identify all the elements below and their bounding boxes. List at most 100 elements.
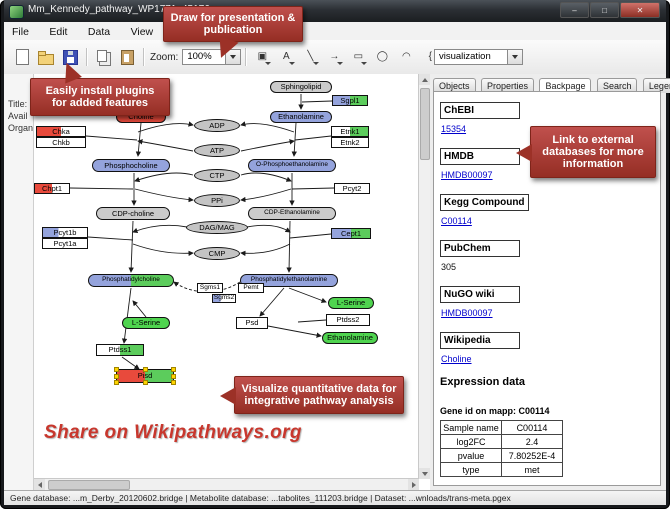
label-tool-button[interactable]: A: [275, 46, 297, 68]
pathway-node-pcyt1b[interactable]: Pcyt1b: [42, 227, 88, 238]
pathway-node-chka[interactable]: Chka: [36, 126, 86, 137]
table-cell: log2FC: [440, 434, 502, 449]
pathway-drawing-area[interactable]: Sphingolipid Sgpl1 Ethanolamine Choline …: [34, 74, 419, 479]
arc-tool-button[interactable]: ◠: [395, 46, 417, 68]
pathway-node-sphingolipid[interactable]: Sphingolipid: [270, 81, 332, 93]
rectangle-icon: ▭: [353, 51, 364, 62]
pathway-node-atp[interactable]: ATP: [194, 144, 240, 157]
callout-plugins: Easily install plugins for added feature…: [30, 59, 170, 116]
selection-handle[interactable]: [171, 367, 176, 372]
pathway-node-ptdss1[interactable]: Ptdss1: [96, 344, 144, 356]
pathway-node-ppi[interactable]: PPi: [194, 194, 240, 207]
chebi-link[interactable]: 15354: [441, 124, 467, 134]
selection-handle[interactable]: [114, 367, 119, 372]
paste-icon: [120, 49, 134, 65]
triangle-up-icon: [421, 77, 428, 82]
tab-backpage[interactable]: Backpage: [539, 78, 592, 94]
selection-handle[interactable]: [114, 380, 119, 385]
menu-file[interactable]: File: [12, 26, 29, 38]
arrow-tool-button[interactable]: →: [323, 46, 345, 68]
pathway-node-etnk2[interactable]: Etnk2: [331, 137, 369, 148]
pathway-node-cept1[interactable]: Cept1: [331, 228, 371, 239]
paste-button[interactable]: [116, 46, 138, 68]
minimize-button[interactable]: –: [560, 2, 589, 18]
tab-objects[interactable]: Objects: [433, 78, 476, 93]
tab-legend[interactable]: Legend: [642, 78, 670, 93]
wikipedia-link[interactable]: Choline: [441, 354, 472, 364]
pathway-node-cmp[interactable]: CMP: [194, 247, 240, 260]
menu-edit[interactable]: Edit: [49, 26, 68, 38]
triangle-right-icon: [411, 481, 416, 488]
visualization-combobox[interactable]: visualization: [434, 49, 523, 65]
scroll-up-button[interactable]: [419, 74, 430, 85]
pathway-canvas[interactable]: Sphingolipid Sgpl1 Ethanolamine Choline …: [34, 74, 430, 490]
pathway-node-etnk1[interactable]: Etnk1: [331, 126, 369, 137]
selection-handle[interactable]: [143, 380, 148, 385]
hmdb-link[interactable]: HMDB00097: [441, 170, 493, 180]
close-button[interactable]: ✕: [620, 2, 660, 18]
pathway-node-cdp-ethanolamine[interactable]: CDP-Ethanolamine: [248, 207, 336, 220]
selection-handle[interactable]: [143, 367, 148, 372]
pathway-node-ctp[interactable]: CTP: [194, 169, 240, 182]
pathway-node-sgms1[interactable]: Sgms1: [197, 283, 223, 293]
pathway-node-o-phosphoethanolamine[interactable]: O-Phosphoethanolamine: [248, 159, 336, 172]
pathway-node-chpt1[interactable]: Chpt1: [34, 183, 70, 194]
pathway-node-dag-mag[interactable]: DAG/MAG: [186, 221, 248, 234]
shape-tool-button[interactable]: ▭: [347, 46, 369, 68]
pathway-node-phosphocholine[interactable]: Phosphocholine: [92, 159, 170, 172]
new-file-button[interactable]: [11, 46, 33, 68]
scroll-right-button[interactable]: [408, 479, 419, 490]
table-cell: C00114: [501, 420, 563, 435]
horizontal-scroll-thumb[interactable]: [48, 480, 130, 490]
pathway-node-ethanolamine[interactable]: Ethanolamine: [270, 111, 332, 123]
pathway-node-l-serine-right[interactable]: L-Serine: [328, 297, 374, 309]
selection-handle[interactable]: [171, 380, 176, 385]
visualization-value[interactable]: visualization: [434, 49, 508, 65]
selection-handle[interactable]: [171, 374, 176, 379]
pathway-node-phosphatidylethanolamine[interactable]: Phosphatidylethanolamine: [240, 274, 338, 287]
nugo-link[interactable]: HMDB00097: [441, 308, 493, 318]
save-button[interactable]: [59, 46, 81, 68]
chevron-down-icon: [512, 55, 518, 59]
callout-draw-text: Draw for presentation & publication: [170, 12, 296, 36]
pathway-node-adp[interactable]: ADP: [194, 119, 240, 132]
menu-view[interactable]: View: [130, 26, 154, 38]
line-tool-button[interactable]: ╲: [299, 46, 321, 68]
node-label: Pisd: [137, 371, 153, 381]
pathway-node-pcyt1a[interactable]: Pcyt1a: [42, 238, 88, 249]
pathway-node-chkb[interactable]: Chkb: [36, 137, 86, 148]
pathway-node-pisd-selected[interactable]: Pisd: [114, 367, 176, 385]
selection-handle[interactable]: [114, 374, 119, 379]
maximize-button[interactable]: □: [590, 2, 619, 18]
kegg-link[interactable]: C00114: [441, 216, 472, 226]
scroll-down-button[interactable]: [419, 468, 430, 479]
pathway-node-phosphatidylcholine[interactable]: Phosphatidylcholine: [88, 274, 174, 287]
pathway-node-ptdss2[interactable]: Ptdss2: [326, 314, 370, 326]
open-button[interactable]: [35, 46, 57, 68]
scroll-left-button[interactable]: [34, 479, 45, 490]
pathway-node-pcyt2[interactable]: Pcyt2: [334, 183, 370, 194]
zoom-value[interactable]: 100%: [182, 49, 227, 65]
datanode-tool-button[interactable]: ▣: [251, 46, 273, 68]
visualization-dropdown-button[interactable]: [508, 49, 523, 65]
pathway-node-pemt[interactable]: Pemt: [238, 283, 264, 293]
copy-button[interactable]: [92, 46, 114, 68]
pathway-node-l-serine-left[interactable]: L-Serine: [122, 317, 170, 329]
menu-data[interactable]: Data: [87, 26, 111, 38]
vertical-scrollbar[interactable]: [418, 74, 430, 479]
vertical-scroll-thumb[interactable]: [420, 88, 430, 160]
tab-search[interactable]: Search: [596, 78, 638, 93]
horizontal-scrollbar[interactable]: [34, 478, 419, 490]
pathway-node-sgms2[interactable]: Sgms2: [212, 294, 236, 303]
brace-tool-button[interactable]: {: [419, 46, 441, 68]
pathway-node-ethanolamine-bottom[interactable]: Ethanolamine: [322, 332, 378, 344]
title-bar[interactable]: Mm_Kennedy_pathway_WP1771_45176.gp... – …: [4, 0, 666, 22]
pathway-node-sgpl1[interactable]: Sgpl1: [332, 95, 368, 106]
pathway-node-psd[interactable]: Psd: [236, 317, 268, 329]
pathway-node-cdp-choline[interactable]: CDP-choline: [96, 207, 170, 220]
tab-properties[interactable]: Properties: [480, 78, 534, 93]
label-icon: A: [283, 51, 290, 62]
ellipse-tool-button[interactable]: ◯: [371, 46, 393, 68]
zoom-dropdown-button[interactable]: [226, 49, 242, 65]
zoom-combobox[interactable]: 100%: [182, 49, 242, 65]
